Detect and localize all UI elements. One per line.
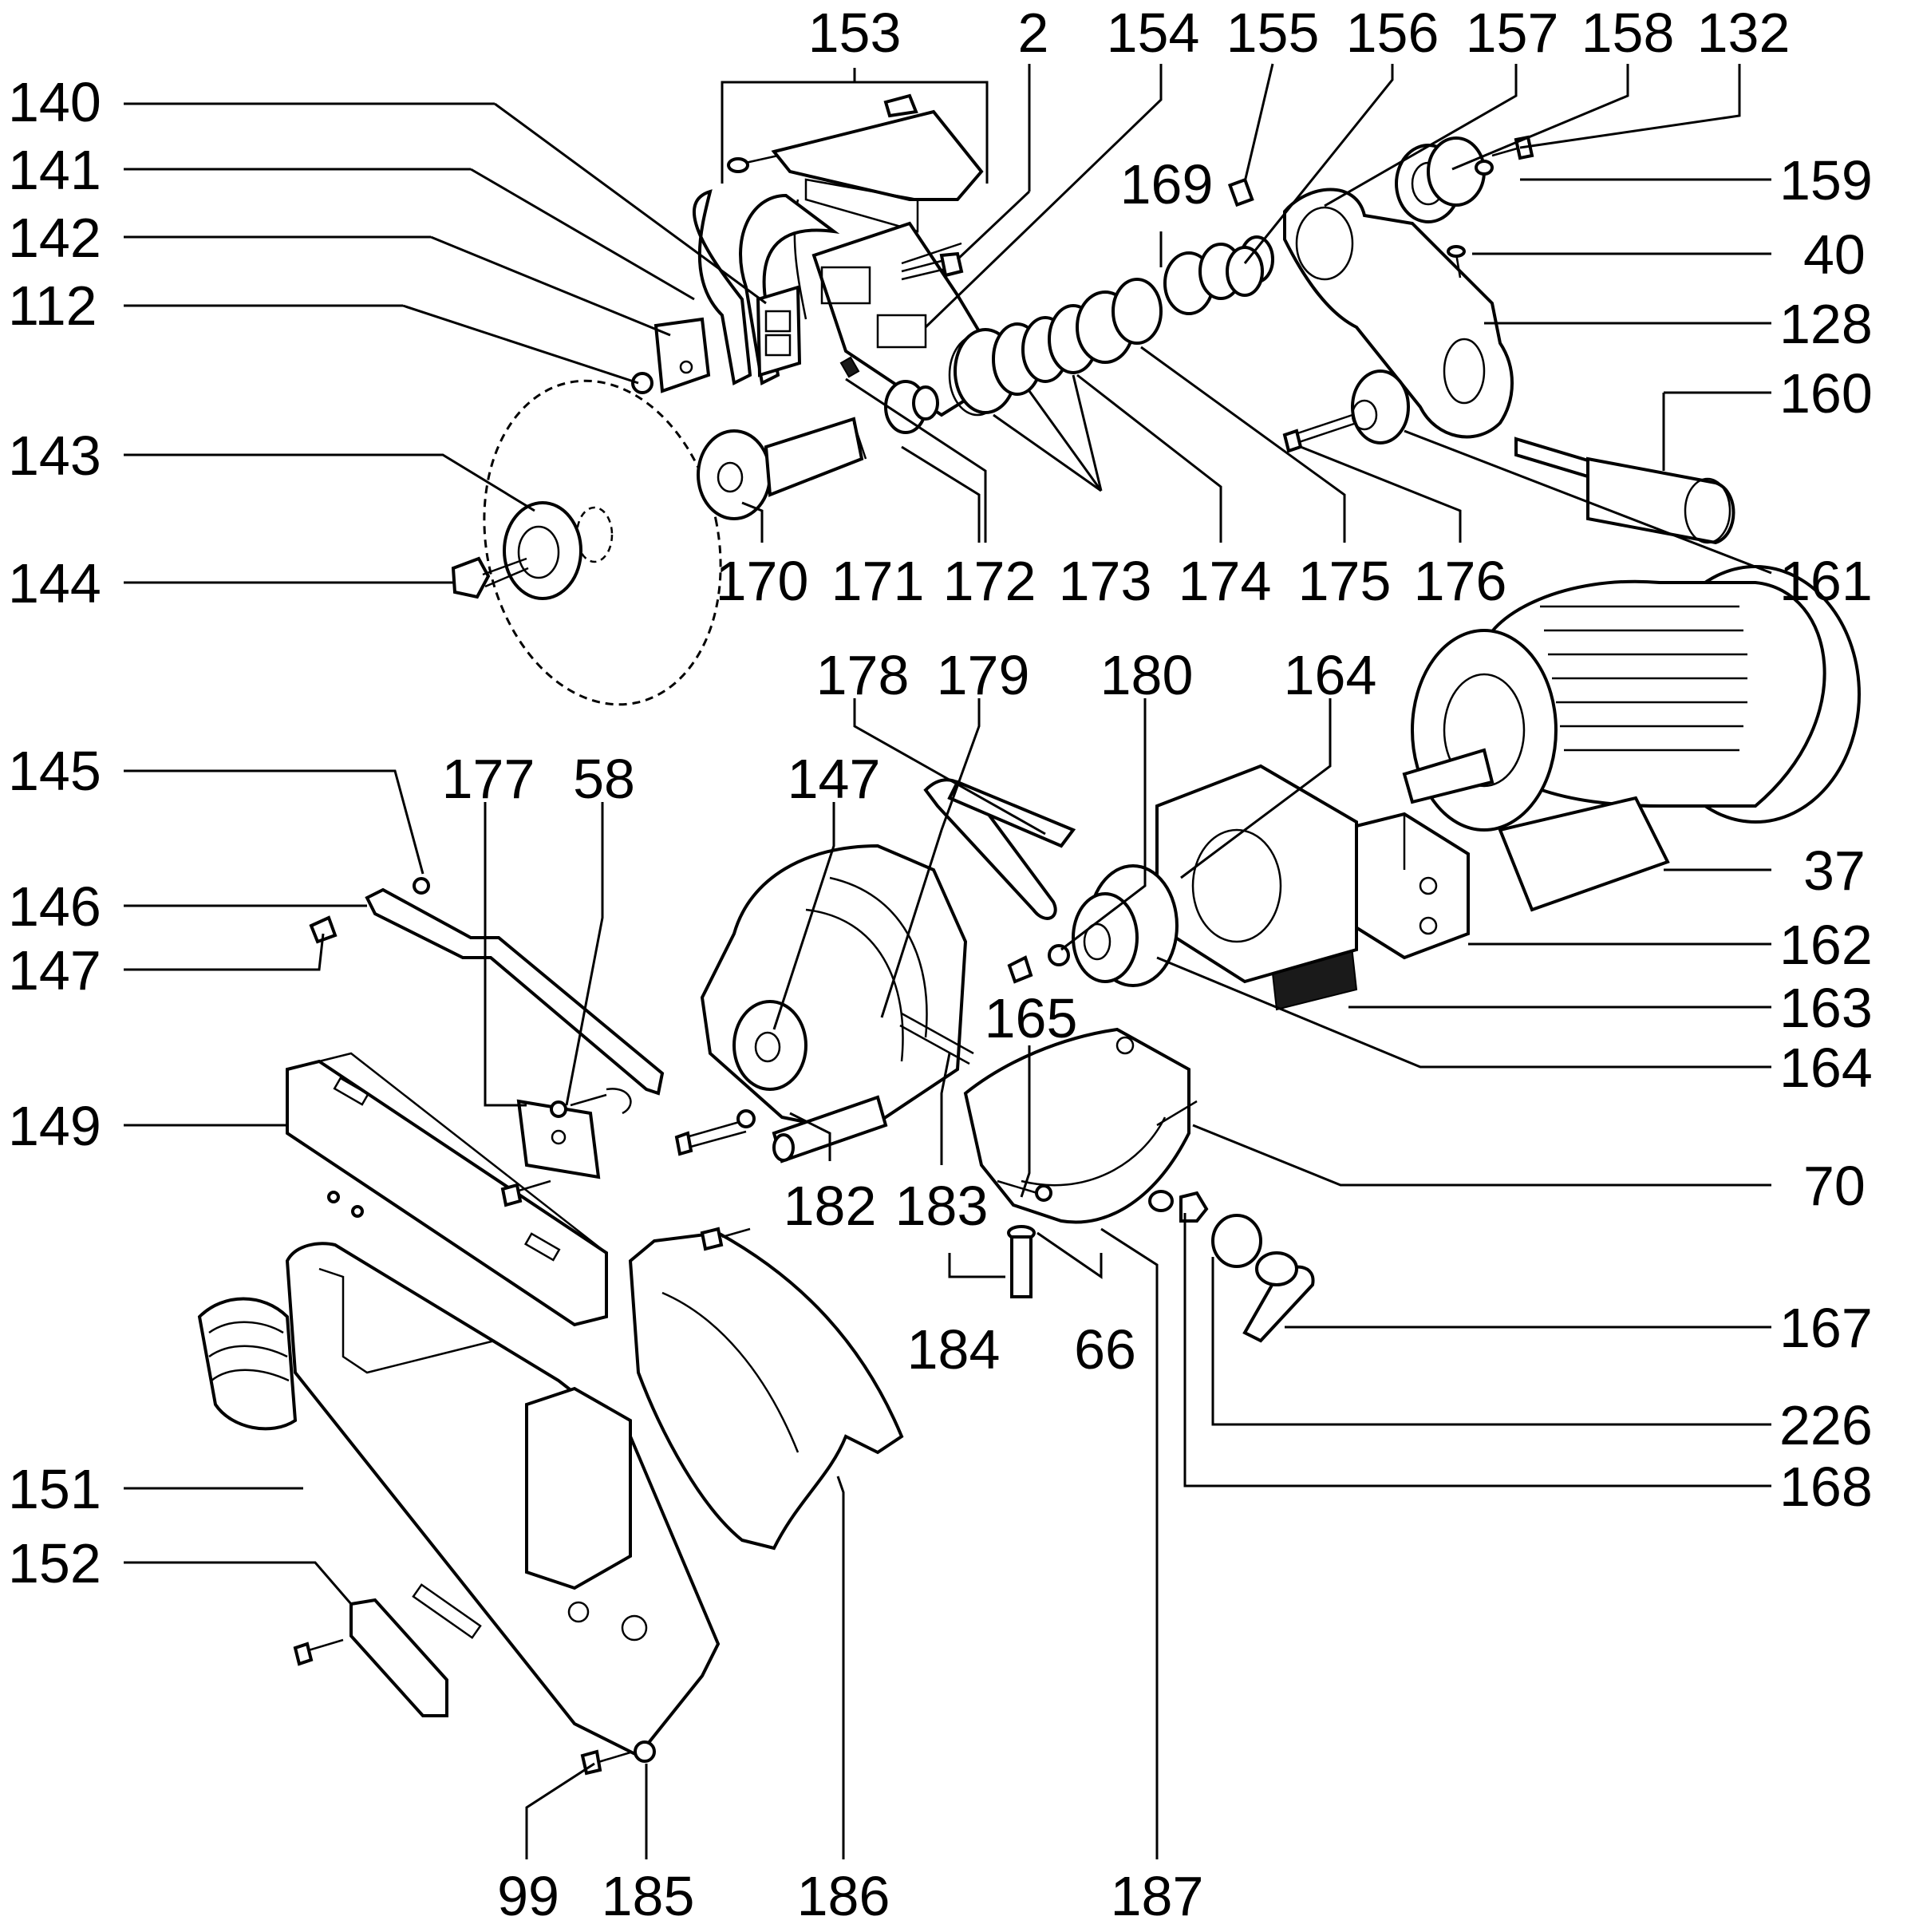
label-128: 128 bbox=[1779, 293, 1873, 355]
label-161: 161 bbox=[1779, 550, 1873, 612]
spindle-shaft bbox=[697, 429, 772, 520]
label-177: 177 bbox=[442, 748, 535, 810]
arm-housing bbox=[1283, 188, 1514, 439]
label-2: 2 bbox=[1018, 2, 1049, 64]
label-163: 163 bbox=[1779, 977, 1873, 1039]
spacer-226 bbox=[1211, 1214, 1262, 1268]
label-167: 167 bbox=[1779, 1297, 1873, 1359]
part-drawings bbox=[197, 93, 1861, 1776]
label-155: 155 bbox=[1226, 2, 1320, 64]
label-164-right: 164 bbox=[1779, 1037, 1873, 1099]
label-40: 40 bbox=[1803, 223, 1866, 286]
drive-belt bbox=[923, 778, 1057, 920]
label-158: 158 bbox=[1581, 2, 1675, 64]
label-176: 176 bbox=[1414, 550, 1507, 612]
knob-176 bbox=[1351, 369, 1410, 444]
label-156: 156 bbox=[1346, 2, 1439, 64]
label-185: 185 bbox=[602, 1865, 695, 1927]
label-147-left: 147 bbox=[8, 939, 101, 1002]
leader-lines bbox=[124, 63, 1772, 1859]
plate-142 bbox=[653, 317, 711, 393]
label-183: 183 bbox=[895, 1175, 989, 1237]
label-153: 153 bbox=[808, 2, 902, 64]
label-178: 178 bbox=[816, 644, 910, 706]
label-187: 187 bbox=[1111, 1865, 1204, 1927]
label-145: 145 bbox=[8, 740, 101, 802]
label-99: 99 bbox=[497, 1865, 559, 1927]
label-37: 37 bbox=[1803, 840, 1866, 902]
segment-housing-187 bbox=[963, 1027, 1190, 1224]
label-162: 162 bbox=[1779, 914, 1873, 976]
label-182: 182 bbox=[784, 1175, 877, 1237]
label-184: 184 bbox=[907, 1318, 1001, 1381]
label-140: 140 bbox=[8, 71, 101, 133]
label-159: 159 bbox=[1779, 149, 1873, 211]
label-172: 172 bbox=[943, 550, 1036, 612]
label-174: 174 bbox=[1179, 550, 1272, 612]
label-173: 173 bbox=[1059, 550, 1152, 612]
label-66: 66 bbox=[1074, 1318, 1136, 1381]
label-179: 179 bbox=[937, 644, 1030, 706]
part-labels: 153 2 154 155 156 157 158 132 140 141 14… bbox=[8, 2, 1873, 1927]
top-guard bbox=[771, 109, 984, 201]
label-186: 186 bbox=[797, 1865, 890, 1927]
motor bbox=[1402, 565, 1861, 912]
label-157: 157 bbox=[1466, 2, 1559, 64]
label-170: 170 bbox=[716, 550, 809, 612]
label-146: 146 bbox=[8, 875, 101, 938]
label-165: 165 bbox=[985, 987, 1078, 1049]
blade-bolt bbox=[451, 556, 491, 599]
label-154: 154 bbox=[1107, 2, 1200, 64]
dust-hose bbox=[197, 1297, 298, 1431]
label-149: 149 bbox=[8, 1095, 101, 1157]
label-144: 144 bbox=[8, 552, 101, 614]
saw-blade bbox=[483, 379, 722, 706]
label-168: 168 bbox=[1779, 1456, 1873, 1518]
plate-152 bbox=[349, 1598, 448, 1717]
bearing-175 bbox=[1111, 278, 1163, 345]
nut-168 bbox=[1179, 1191, 1209, 1223]
label-226: 226 bbox=[1779, 1394, 1873, 1456]
handle-160 bbox=[1514, 437, 1597, 481]
label-160: 160 bbox=[1779, 362, 1873, 425]
label-143: 143 bbox=[8, 425, 101, 487]
label-141: 141 bbox=[8, 139, 101, 201]
label-151: 151 bbox=[8, 1458, 101, 1520]
label-112: 112 bbox=[8, 275, 97, 337]
label-169: 169 bbox=[1120, 153, 1214, 215]
bracket-146 bbox=[365, 887, 665, 1096]
label-171: 171 bbox=[831, 550, 925, 612]
blade-guard-186 bbox=[628, 1231, 904, 1551]
label-147-mid: 147 bbox=[788, 748, 881, 810]
label-58: 58 bbox=[573, 748, 635, 810]
label-70: 70 bbox=[1803, 1155, 1866, 1217]
label-142: 142 bbox=[8, 207, 101, 269]
label-152: 152 bbox=[8, 1532, 101, 1594]
label-164-top: 164 bbox=[1284, 644, 1377, 706]
label-175: 175 bbox=[1298, 550, 1392, 612]
label-132: 132 bbox=[1697, 2, 1791, 64]
label-180: 180 bbox=[1100, 644, 1194, 706]
riving-knife bbox=[693, 189, 752, 385]
blade-flange bbox=[503, 501, 582, 600]
